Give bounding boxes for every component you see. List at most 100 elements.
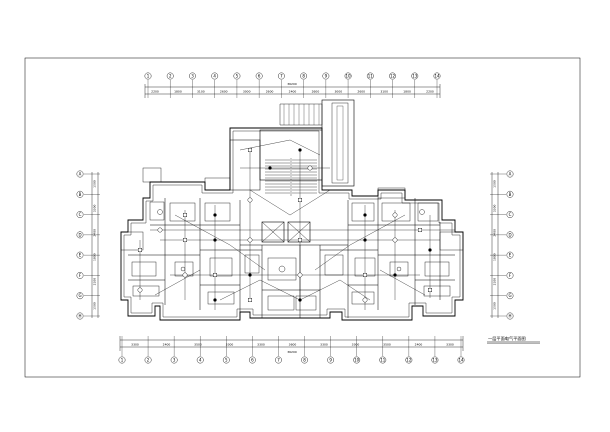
dimension-value: 2100 (493, 278, 497, 286)
axis-bubble (506, 231, 514, 239)
bottom-dimension-total: 36200 (287, 350, 297, 354)
axis-bubble (506, 292, 514, 300)
floor-plan (120, 99, 464, 321)
axis-label: F (79, 273, 82, 278)
axis-bubble (379, 356, 387, 364)
axis-bubble (353, 356, 361, 364)
axis-label: 8 (303, 358, 306, 363)
electrical-outlet-symbol (428, 288, 433, 293)
axis-bubble (144, 72, 152, 80)
partition-walls-horizontal (128, 224, 455, 291)
electrical-outlet-symbol (212, 273, 217, 278)
junction-dot (298, 298, 302, 302)
axis-label: 2 (147, 358, 150, 363)
left-dimension-ticks (84, 173, 100, 317)
axis-label: 8 (302, 74, 305, 79)
electrical-devices (137, 147, 433, 303)
axis-label: A (79, 172, 82, 177)
light-fixture-symbol (392, 237, 398, 243)
axis-label: D (508, 232, 511, 237)
annex-treads (283, 104, 320, 125)
axis-bubble (506, 312, 514, 320)
bottom-dimension-chain (119, 336, 464, 351)
axis-bubble (433, 72, 441, 80)
dimension-value: 3500 (383, 343, 391, 347)
axis-label: 2 (169, 74, 172, 79)
dimension-value: 3600 (289, 343, 297, 347)
elevator-shaft-left (261, 221, 285, 243)
electrical-outlet-symbol (137, 247, 142, 252)
dimension-value: 1500 (93, 180, 97, 188)
room-fixtures (131, 201, 451, 311)
right-dimension-ticks (490, 173, 506, 317)
axis-bubble (506, 272, 514, 279)
axis-bubble (144, 356, 152, 364)
axis-bubble (76, 170, 84, 178)
stair-treads (265, 158, 317, 196)
axis-bubble (411, 72, 419, 80)
electrical-outlet-symbol (182, 237, 187, 242)
axis-label: 13 (412, 74, 418, 79)
axis-label: G (78, 293, 81, 298)
electrical-outlet-symbol (182, 212, 187, 217)
dimension-value: 2400 (93, 229, 97, 237)
electrical-outlet-symbol (363, 273, 368, 278)
electrical-outlet-symbol (298, 237, 303, 242)
dimension-value: 3300 (93, 204, 97, 212)
axis-label: 13 (432, 358, 438, 363)
axis-label: F (509, 273, 512, 278)
axis-bubble (189, 72, 196, 80)
axis-label: B (509, 192, 512, 197)
dimension-value: 3500 (194, 343, 202, 347)
axis-label: 4 (213, 74, 216, 79)
axis-bubble (457, 356, 465, 364)
dimension-value: 2400 (415, 343, 423, 347)
axis-bubble (405, 356, 413, 364)
dimension-value: 2400 (163, 343, 171, 347)
axis-bubble (322, 72, 330, 80)
dimension-value: 2400 (289, 90, 297, 94)
junction-dot (363, 213, 367, 217)
dimension-value: 3000 (335, 90, 343, 94)
dimension-value: 2200 (151, 90, 159, 94)
dimension-value: 2600 (357, 90, 365, 94)
axis-label: 7 (280, 74, 283, 79)
axis-bubble (275, 356, 282, 364)
right-dimension-chain (491, 172, 499, 318)
axis-bubble (166, 72, 174, 80)
axis-bubble (506, 190, 514, 198)
axis-label: C (509, 212, 512, 217)
dimension-value: 1500 (93, 302, 97, 310)
north-annex (321, 99, 355, 187)
axis-bubble (301, 356, 308, 364)
bottom-dimension-ticks (121, 336, 462, 356)
bay-window-left (142, 167, 162, 183)
electrical-outlet-symbol (247, 298, 252, 303)
axis-bubble (366, 72, 374, 80)
axis-label: 14 (434, 74, 440, 79)
electrical-outlet-symbol (298, 197, 303, 202)
axis-label: 3 (173, 358, 176, 363)
axis-bubble (344, 72, 352, 80)
dimension-value: 1500 (493, 180, 497, 188)
axis-label: 10 (346, 74, 352, 79)
dimension-value: 3100 (197, 90, 205, 94)
axis-label: 7 (277, 358, 280, 363)
drawing-title-block: 一层平面电气平面图 (487, 335, 540, 344)
dimension-value: 2600 (220, 90, 228, 94)
axis-bubble (506, 251, 514, 259)
light-fixture-symbol (362, 297, 368, 303)
axis-label: 12 (406, 358, 412, 363)
junction-dot (248, 273, 252, 277)
junction-dot (213, 213, 217, 217)
electrical-outlet-symbol (418, 227, 423, 232)
axis-bubble (277, 72, 285, 80)
axis-label: H (508, 314, 511, 319)
